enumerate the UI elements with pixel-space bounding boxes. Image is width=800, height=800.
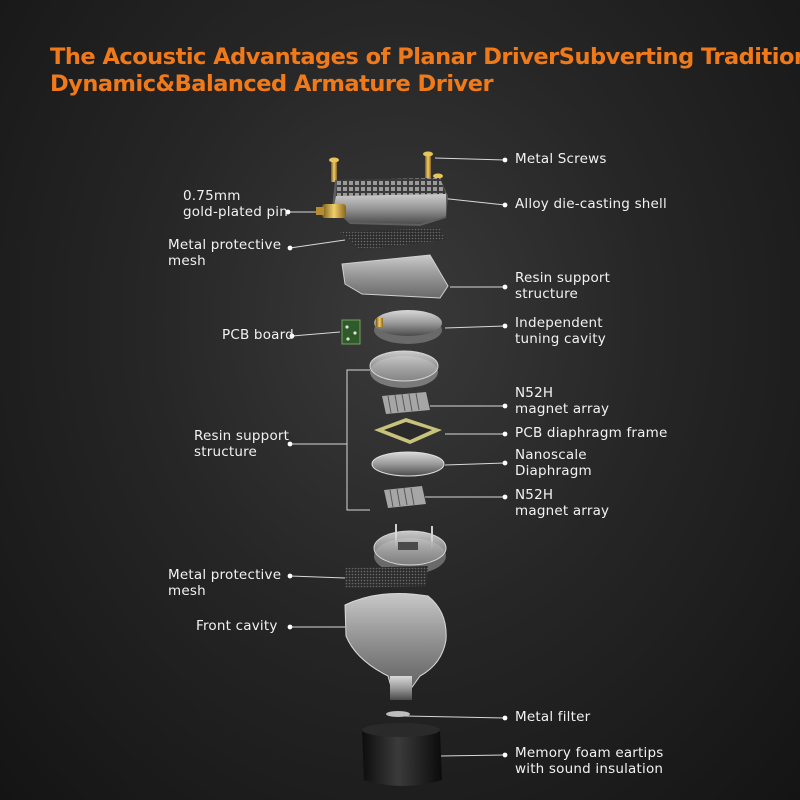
nanoscale-diaphragm (371, 451, 445, 477)
memory-foam-eartip (362, 723, 442, 786)
title-line-1: The Acoustic Advantages of Planar Driver… (50, 44, 800, 70)
label-magnet-array-bottom: N52H magnet array (515, 487, 610, 519)
label-memory-foam-eartips: Memory foam eartips with sound insulatio… (515, 745, 664, 777)
pcb-diaphragm-frame (374, 418, 442, 444)
alloy-shell (332, 178, 448, 226)
resin-stack-disk (369, 350, 439, 388)
title-line-2: Dynamic&Balanced Armature Driver (50, 71, 494, 97)
tuning-cavity (374, 310, 442, 344)
front-cavity (344, 592, 447, 700)
resin-support-bottom (373, 524, 447, 574)
label-front-cavity: Front cavity (196, 618, 278, 634)
label-alloy-shell: Alloy die-casting shell (515, 196, 667, 212)
label-pcb-diaphragm-frame: PCB diaphragm frame (515, 425, 668, 441)
label-tuning-cavity: Independent tuning cavity (515, 315, 606, 347)
label-metal-filter: Metal filter (515, 709, 591, 725)
magnet-array-bottom (384, 486, 426, 508)
label-gold-plated-pin: 0.75mm gold-plated pin (183, 188, 288, 220)
label-resin-support-left: Resin support structure (194, 428, 290, 460)
magnet-array-top (382, 392, 430, 414)
label-pcb-board: PCB board (222, 327, 294, 343)
label-nanoscale-diaphragm: Nanoscale Diaphragm (515, 447, 592, 479)
leader-dots (285, 157, 508, 758)
label-metal-mesh-top: Metal protective mesh (168, 237, 282, 269)
pcb-board (341, 319, 361, 345)
page-title: The Acoustic Advantages of Planar Driver… (50, 44, 800, 98)
label-magnet-array-top: N52H magnet array (515, 385, 610, 417)
label-resin-support-top: Resin support structure (515, 270, 611, 302)
metal-mesh-bottom (345, 566, 428, 588)
label-metal-mesh-bottom: Metal protective mesh (168, 567, 282, 599)
resin-support-top (341, 254, 449, 299)
metal-mesh-top (340, 228, 445, 250)
gold-plated-pin (316, 204, 346, 218)
leader-lines (288, 157, 506, 757)
metal-filter (386, 711, 410, 717)
label-metal-screws: Metal Screws (515, 151, 607, 167)
